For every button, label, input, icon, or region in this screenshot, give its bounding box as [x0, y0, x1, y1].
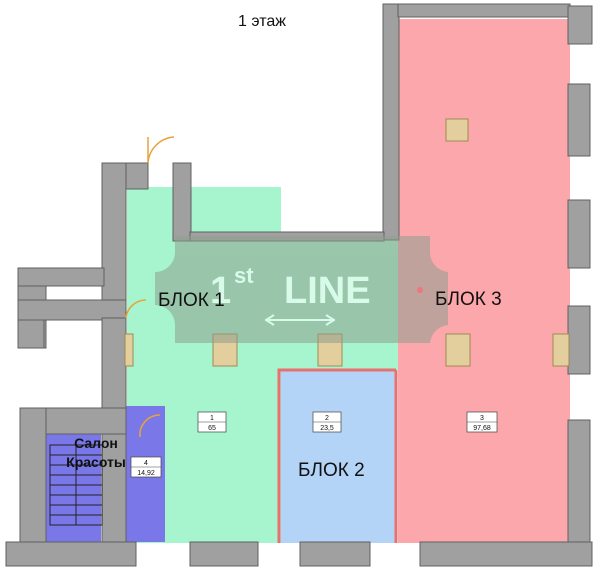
- room-1-area: 65: [208, 425, 216, 432]
- block-2-boundary: [277, 368, 398, 543]
- stairs: [49, 444, 103, 526]
- room-tag-2: 2 23,5: [312, 411, 342, 433]
- room-2-area: 23,5: [320, 425, 334, 432]
- watermark-superscript: st: [234, 263, 254, 288]
- block-2-label: БЛОК 2: [298, 460, 365, 481]
- doors: [125, 136, 175, 438]
- block-1-label: БЛОК 1: [158, 290, 225, 311]
- room-1-number: 1: [210, 415, 214, 422]
- room-2-number: 2: [325, 415, 329, 422]
- watermark-word: LINE: [284, 270, 371, 312]
- room-3-number: 3: [480, 415, 484, 422]
- watermark-prefix: 1: [210, 270, 231, 312]
- room-tag-1: 1 65: [197, 411, 227, 433]
- room-tag-3: 3 97,68: [466, 411, 498, 433]
- salon-label-line2: Красоты: [66, 454, 126, 470]
- room-4-number: 4: [144, 460, 148, 467]
- room-tag-4: 4 14,92: [130, 456, 162, 478]
- watermark: 1 st LINE: [155, 236, 448, 343]
- block-3-label: БЛОК 3: [435, 289, 502, 310]
- salon-label-line1: Салон: [74, 435, 118, 451]
- walls: [5, 3, 593, 567]
- room-4-area: 14,92: [137, 470, 155, 477]
- room-3-area: 97,68: [473, 425, 491, 432]
- block-2-zone: [281, 371, 396, 543]
- floor-title: 1 этаж: [238, 13, 286, 30]
- salon-zone: [45, 432, 101, 542]
